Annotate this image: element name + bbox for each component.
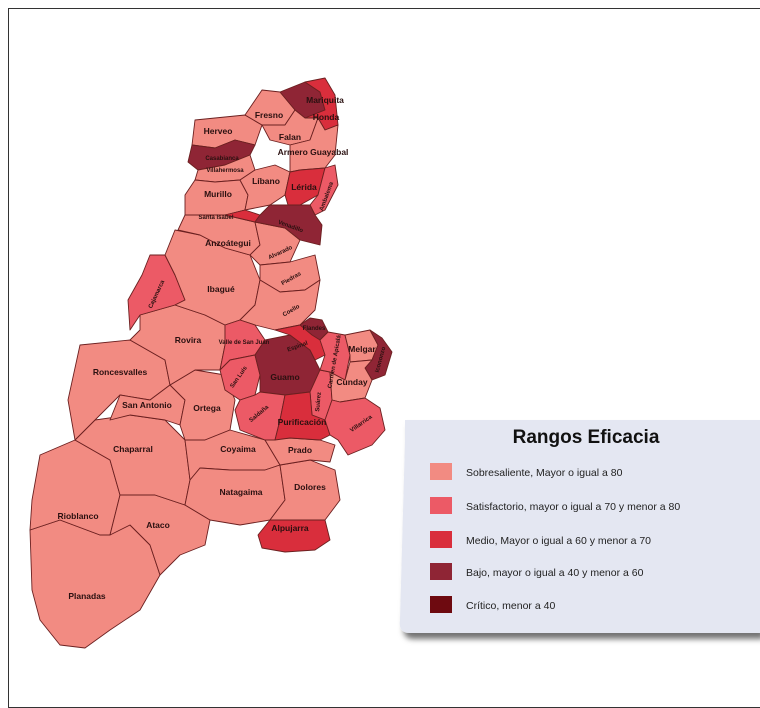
legend-swatch-sobresaliente: [430, 463, 452, 480]
region-cunday[interactable]: [329, 359, 373, 403]
label-valle-de-san-juan: Valle de San Juan: [219, 340, 270, 346]
label-mariquita: Mariquita: [306, 95, 344, 105]
label-falan: Falan: [279, 132, 301, 142]
label-planadas: Planadas: [68, 591, 106, 601]
legend-label-sobresaliente: Sobresaliente, Mayor o igual a 80: [466, 467, 623, 479]
legend-swatch-medio: [430, 531, 452, 548]
label-villahermosa: Villahermosa: [206, 168, 244, 174]
label-armero-guayabal: Armero Guayabal: [278, 147, 349, 157]
label-dolores: Dolores: [294, 482, 326, 492]
label-murillo: Murillo: [204, 189, 232, 199]
label-fresno: Fresno: [255, 110, 283, 120]
label-suarez: Suárez: [315, 392, 323, 412]
label-prado: Prado: [288, 445, 312, 455]
region-venadillo[interactable]: [254, 204, 323, 246]
label-santa-isabel: Santa Isabel: [198, 215, 233, 221]
region-villarrica[interactable]: [324, 397, 386, 456]
legend: Rangos Eficacia Sobresaliente, Mayor o i…: [399, 420, 760, 633]
label-coyaima: Coyaima: [220, 444, 256, 454]
label-purificacion: Purificación: [278, 417, 327, 427]
label-ortega: Ortega: [193, 403, 221, 413]
label-ibague: Ibagué: [207, 284, 235, 294]
label-natagaima: Natagaima: [220, 487, 263, 497]
label-ataco: Ataco: [146, 520, 170, 530]
legend-swatch-critico: [430, 596, 452, 613]
region-alpujarra[interactable]: [257, 519, 331, 553]
label-chaparral: Chaparral: [113, 444, 153, 454]
label-alpujarra: Alpujarra: [271, 523, 309, 533]
legend-title: Rangos Eficacia: [513, 427, 660, 448]
region-planadas[interactable]: [29, 519, 161, 649]
label-san-antonio: San Antonio: [122, 400, 172, 410]
legend-swatch-satisfactorio: [430, 497, 452, 514]
label-casabianca: Casabianca: [205, 156, 239, 162]
label-lerida: Lérida: [291, 182, 317, 192]
legend-label-bajo: Bajo, mayor o igual a 40 y menor a 60: [466, 567, 644, 579]
legend-panel: [399, 420, 760, 633]
label-herveo: Herveo: [204, 126, 233, 136]
label-roncesvalles: Roncesvalles: [93, 367, 148, 377]
region-ambalema[interactable]: [309, 164, 339, 216]
label-rovira: Rovira: [175, 335, 202, 345]
label-libano: Líbano: [252, 176, 280, 186]
label-rioblanco: Rioblanco: [57, 511, 98, 521]
label-guamo: Guamo: [270, 372, 299, 382]
legend-swatch-bajo: [430, 563, 452, 580]
label-honda: Honda: [313, 112, 340, 122]
region-san-luis[interactable]: [219, 354, 261, 401]
legend-label-critico: Crítico, menor a 40: [466, 600, 555, 612]
label-flandes: Flandes: [303, 326, 326, 332]
municipalities-layer: [29, 77, 393, 649]
label-melgar: Melgar: [348, 344, 376, 354]
legend-label-medio: Medio, Mayor o igual a 60 y menor a 70: [466, 535, 651, 547]
label-anzoategui: Anzoátegui: [205, 238, 251, 248]
label-cunday: Cunday: [336, 377, 367, 387]
tolima-efficacy-map: Mariquita Honda Fresno Herveo Falan Arme…: [29, 77, 760, 649]
legend-label-satisfactorio: Satisfactorio, mayor o igual a 70 y meno…: [466, 501, 680, 513]
